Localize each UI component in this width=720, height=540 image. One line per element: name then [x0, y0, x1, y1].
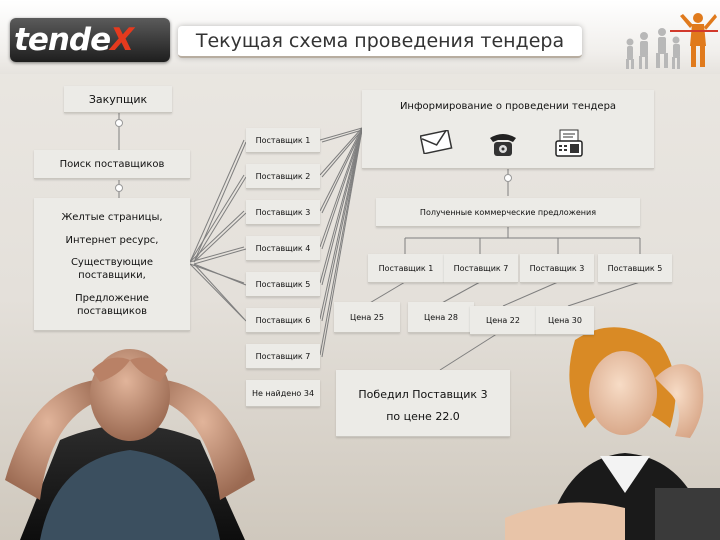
offer-supplier-5: Поставщик 5: [598, 254, 672, 283]
offers-box: Полученные коммерческие предложения: [376, 198, 640, 227]
source-line: Интернет ресурс,: [65, 235, 159, 246]
inform-box: Информирование о проведении тендера: [362, 90, 654, 169]
not-found-box: Не найдено 34: [246, 380, 320, 407]
source-line: Желтые страницы,: [61, 212, 163, 223]
search-suppliers-box: Поиск поставщиков: [34, 150, 190, 179]
price-supplier-5: Цена 30: [536, 306, 594, 335]
running-people-illustration: [626, 13, 718, 69]
man-holding-head-photo: [5, 349, 255, 540]
source-line: Существующие поставщики,: [70, 257, 154, 281]
sources-box: Желтые страницы, Интернет ресурс, Сущест…: [34, 198, 190, 331]
supplier-box-5: Поставщик 5: [246, 272, 320, 297]
connector-knob: [504, 174, 512, 182]
price-supplier-1: Цена 25: [334, 302, 400, 333]
logo-accent: X: [110, 22, 134, 58]
connector-knob: [115, 119, 123, 127]
price-supplier-7: Цена 28: [408, 302, 474, 333]
supplier-box-3: Поставщик 3: [246, 200, 320, 225]
woman-thinking-photo: [505, 327, 720, 540]
supplier-box-6: Поставщик 6: [246, 308, 320, 333]
phone-icon: [490, 134, 516, 156]
offer-supplier-7: Поставщик 7: [444, 254, 518, 283]
page-title: Текущая схема проведения тендера: [195, 30, 565, 52]
offer-supplier-3: Поставщик 3: [520, 254, 594, 283]
supplier-box-2: Поставщик 2: [246, 164, 320, 189]
buyer-box: Закупщик: [64, 86, 172, 113]
price-supplier-3: Цена 22: [470, 306, 536, 335]
logo-main: tende: [14, 22, 111, 58]
winner-line-2: по цене 22.0: [386, 409, 460, 423]
source-line: Предложение поставщиков: [75, 293, 149, 317]
supplier-box-1: Поставщик 1: [246, 128, 320, 153]
title-plate: [178, 26, 582, 58]
offer-supplier-1: Поставщик 1: [368, 254, 444, 283]
logo-text: tendeX: [14, 18, 174, 62]
fax-icon: [555, 129, 583, 157]
inform-title: Информирование о проведении тендера: [399, 100, 617, 112]
supplier-box-7: Поставщик 7: [246, 344, 320, 369]
winner-box: Победил Поставщик 3 по цене 22.0: [336, 370, 510, 437]
connector-knob: [115, 184, 123, 192]
winner-line-1: Победил Поставщик 3: [358, 387, 488, 401]
supplier-box-4: Поставщик 4: [246, 236, 320, 261]
logo: [10, 18, 170, 62]
envelope-icon: [420, 130, 453, 154]
